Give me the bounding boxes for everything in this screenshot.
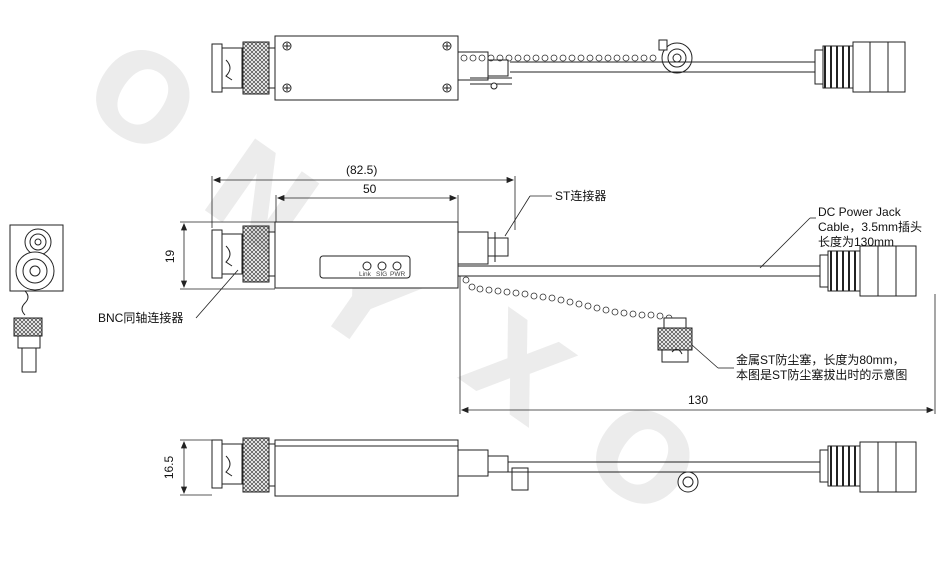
top-view: [211, 35, 512, 101]
top-dust-cap: [658, 39, 693, 74]
callout-dc-power: DC Power Jack Cable，3.5mm插头 长度为130mm: [818, 205, 922, 250]
callout-dc-power-line3: 长度为130mm: [818, 235, 895, 249]
callout-dust-cap-line1: 金属ST防尘塞，长度为80mm，: [736, 353, 905, 367]
led-label-pwr: PWR: [390, 271, 406, 278]
bottom-cable: [508, 441, 917, 493]
dim-overall-length: (82.5): [346, 163, 378, 177]
side-cable: [458, 245, 917, 297]
dimension-lines: [180, 176, 936, 496]
callout-st-connector: ST连接器: [555, 189, 607, 203]
side-view: [211, 221, 509, 289]
callout-dust-cap: 金属ST防尘塞，长度为80mm， 本图是ST防尘塞拔出时的示意图: [736, 353, 907, 383]
callout-dust-cap-line2: 本图是ST防尘塞拔出时的示意图: [736, 368, 908, 382]
dust-cap-drawing: [657, 317, 693, 363]
bottom-view: [211, 437, 699, 497]
dim-cable-length: 130: [688, 393, 709, 407]
dim-height-bottom: 16.5: [162, 455, 177, 480]
led-label-sig: SIG: [376, 271, 388, 278]
led-label-link: Link: [359, 271, 371, 278]
callout-dc-power-line1: DC Power Jack: [818, 205, 901, 219]
leader-lines: [195, 195, 816, 369]
top-chain: [460, 54, 657, 62]
end-view: [9, 224, 64, 373]
dim-height-side: 19: [163, 249, 178, 264]
top-cable: [510, 41, 906, 93]
callout-dc-power-line2: Cable，3.5mm插头: [818, 220, 923, 234]
callout-bnc-connector: BNC同轴连接器: [98, 311, 184, 325]
dim-body-length: 50: [363, 182, 377, 196]
side-chain: [462, 276, 673, 322]
